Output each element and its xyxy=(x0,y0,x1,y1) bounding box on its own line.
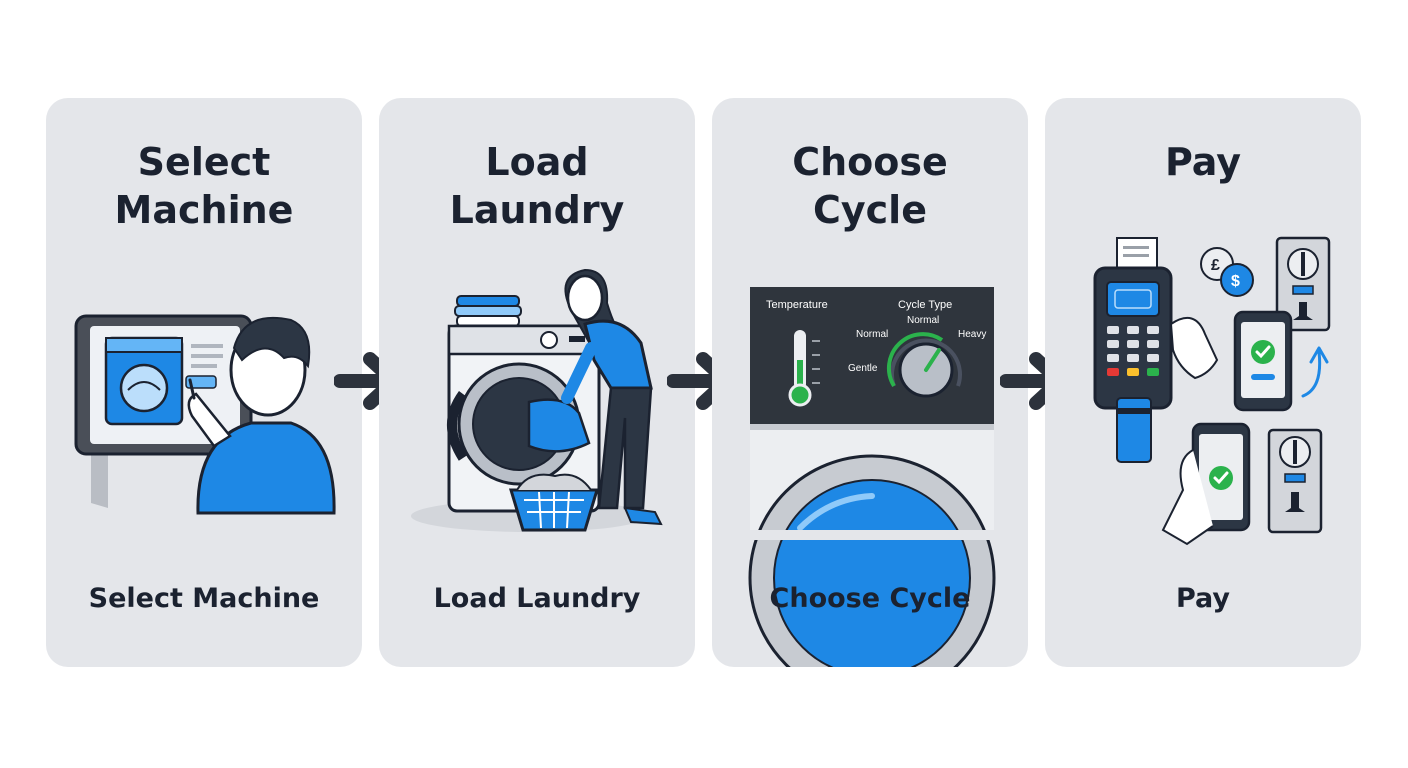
temperature-label: Temperature xyxy=(766,299,828,311)
phone-icon xyxy=(1161,422,1251,546)
cycle-panel-illustration: Temperature Cycle Type Normal Normal Hea… xyxy=(748,287,996,667)
washer-icon xyxy=(104,336,184,426)
card-terminal-icon xyxy=(1093,237,1219,463)
payment-illustration: £ $ xyxy=(1093,236,1331,546)
thermometer-icon xyxy=(788,330,820,407)
laundry-basket-icon xyxy=(508,473,600,532)
step-title: Choose Cycle xyxy=(792,140,948,232)
woman-figure xyxy=(561,268,663,526)
option-heavy: Heavy xyxy=(958,329,986,340)
option-normal-top: Normal xyxy=(907,315,939,326)
step-title: Pay xyxy=(1164,140,1242,184)
loading-illustration xyxy=(411,268,663,532)
phone-icon xyxy=(1233,310,1293,412)
step-choose-cycle: Choose Cycle Temperature Cycle Type Norm… xyxy=(712,98,1028,667)
folded-clothes xyxy=(454,295,522,327)
kiosk-illustration xyxy=(74,314,336,515)
step-pay: Pay £ $ xyxy=(1045,98,1361,667)
coin-slot-icon xyxy=(1275,236,1331,332)
option-gentle: Gentle xyxy=(848,363,878,374)
step-caption: Select Machine xyxy=(88,583,320,614)
cycle-type-label: Cycle Type xyxy=(898,299,952,311)
coins: £ $ xyxy=(1200,247,1254,297)
arrow-up-icon xyxy=(1301,346,1329,398)
checkmark-icon xyxy=(1213,471,1229,485)
checkmark-icon xyxy=(1255,345,1271,359)
kiosk-icon xyxy=(74,314,253,508)
pound-symbol: £ xyxy=(1211,257,1220,274)
option-normal-left: Normal xyxy=(856,329,888,340)
laundry-item xyxy=(527,398,591,453)
step-load-laundry: Load Laundry xyxy=(379,98,695,667)
drum-window xyxy=(748,454,996,667)
dial-icon xyxy=(886,332,962,398)
step-select-machine: Select Machine Select Machine xyxy=(46,98,362,667)
user-figure xyxy=(187,316,336,515)
coin-slot-icon xyxy=(1267,428,1323,534)
dollar-symbol: $ xyxy=(1231,273,1240,290)
step-title: Load Laundry xyxy=(449,140,625,232)
step-caption: Pay xyxy=(1175,583,1231,614)
step-caption: Load Laundry xyxy=(433,583,641,614)
step-caption: Choose Cycle xyxy=(769,583,971,614)
step-title: Select Machine xyxy=(114,140,294,232)
